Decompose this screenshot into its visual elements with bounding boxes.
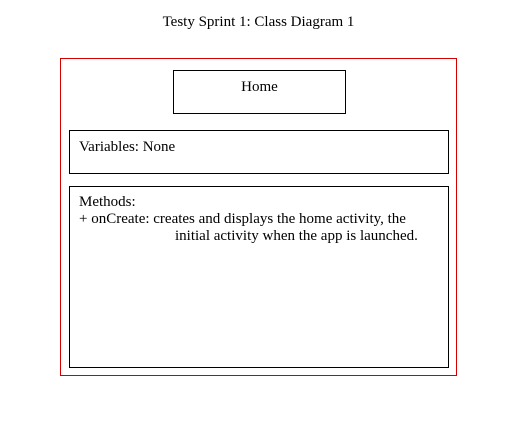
class-name-label: Home (241, 79, 278, 95)
method-entry-line: + onCreate: creates and displays the hom… (79, 211, 406, 227)
variables-section: Variables: None (69, 130, 449, 174)
class-diagram-frame (60, 58, 457, 376)
methods-heading: Methods: (79, 194, 136, 210)
method-entry-continuation: initial activity when the app is launche… (175, 228, 418, 244)
variables-label: Variables: None (79, 139, 176, 155)
diagram-title: Testy Sprint 1: Class Diagram 1 (162, 14, 355, 30)
methods-section: Methods: + onCreate: creates and display… (69, 186, 449, 368)
class-name-box: Home (173, 70, 346, 114)
